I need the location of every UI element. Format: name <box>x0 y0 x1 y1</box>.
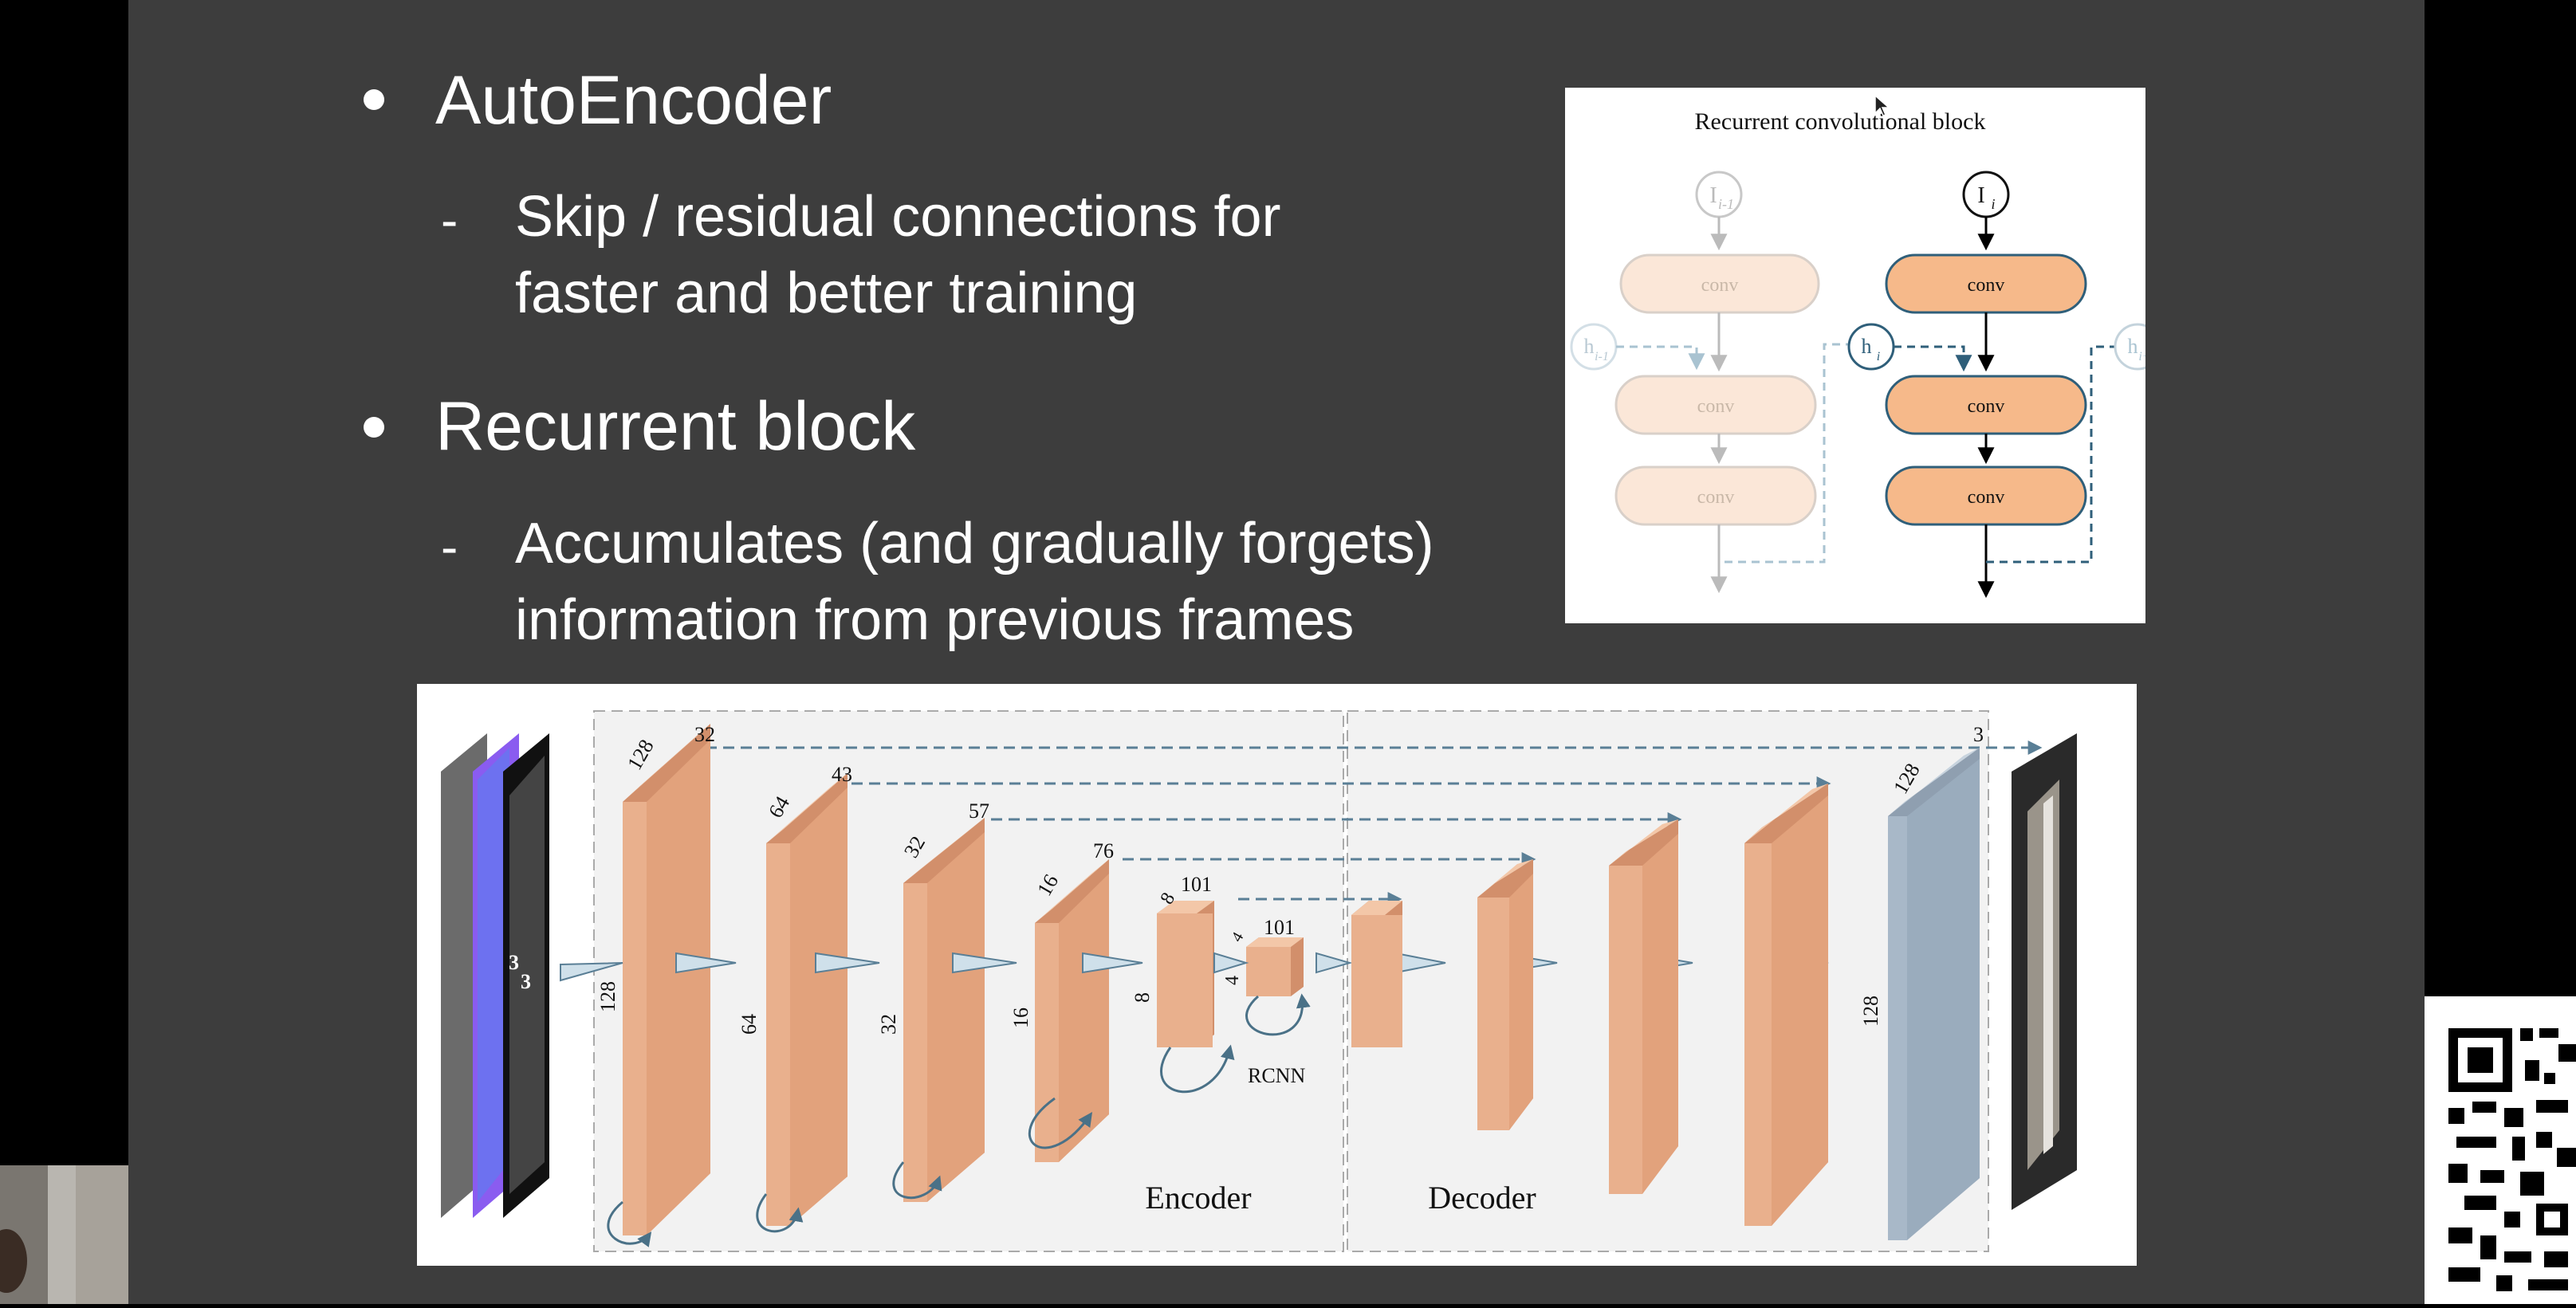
conv-label: conv <box>1697 396 1735 417</box>
conv-label: conv <box>1968 396 2005 417</box>
conv-label: conv <box>1968 487 2005 508</box>
encoder-block-2 <box>766 773 848 1226</box>
block-side-label: 128 <box>596 981 619 1012</box>
output-side-label: 128 <box>1859 996 1882 1027</box>
mouse-cursor-icon <box>1874 94 1890 116</box>
autoencoder-architecture-figure: 3 3 128 32 128 <box>417 684 2137 1266</box>
block-side-label: 4 <box>1222 976 1243 985</box>
conv-label: conv <box>1701 275 1739 296</box>
output-frame <box>2012 733 2077 1210</box>
conv-prev-2 <box>1614 375 1817 435</box>
output-channels-label: 3 <box>1973 723 1984 746</box>
input-frames <box>441 733 549 1218</box>
block-channels-label: 57 <box>969 799 989 823</box>
bullet-recurrent-block: Recurrent block <box>435 388 916 465</box>
rcnn-label: RCNN <box>1248 1064 1305 1087</box>
block-channels-label: 101 <box>1264 916 1295 939</box>
block-side-label: 32 <box>877 1014 900 1035</box>
figure-title: Recurrent convolutional block <box>1695 108 1986 135</box>
sub-bullet-dash: - <box>441 191 458 249</box>
bullet-point <box>364 417 384 438</box>
qr-code <box>2425 996 2576 1304</box>
sub-bullet-text: Skip / residual connections for <box>515 185 1281 249</box>
output-block <box>1888 748 1980 1240</box>
hidden-current-label: h <box>1862 335 1872 358</box>
sub-bullet-dash: - <box>441 518 458 575</box>
decoder-block-3 <box>1609 819 1678 1194</box>
encoder-block-3 <box>903 818 985 1202</box>
decoder-block-1 <box>1351 901 1402 1047</box>
hidden-next-label: h <box>2128 335 2138 358</box>
hidden-next-sub: i+ <box>2138 350 2145 363</box>
conv-label: conv <box>1697 487 1735 508</box>
decoder-label: Decoder <box>1428 1180 1536 1216</box>
decoder-block-4 <box>1744 784 1828 1226</box>
sub-bullet-text: information from previous frames <box>515 588 1355 652</box>
sub-bullet-text: faster and better training <box>515 261 1138 325</box>
block-channels-label: 101 <box>1181 873 1212 896</box>
block-side-label: 64 <box>737 1014 761 1035</box>
input-prev-sub: i-1 <box>1718 196 1734 212</box>
kernel-label: 3 <box>509 951 519 974</box>
encoder-block-4 <box>1035 859 1109 1162</box>
input-current-sub: i <box>1991 196 1995 212</box>
recurrent-conv-block-figure: Recurrent convolutional block I i-1 conv… <box>1565 88 2161 623</box>
input-prev-label: I <box>1709 183 1717 208</box>
input-current-node <box>1962 171 2010 218</box>
presentation-slide: AutoEncoder - Skip / residual connection… <box>128 0 2425 1304</box>
sub-bullet-text: Accumulates (and gradually forgets) <box>515 512 1434 575</box>
hidden-prev-sub: i-1 <box>1595 350 1609 363</box>
decoder-block-2 <box>1477 859 1533 1130</box>
encoder-block-5 <box>1157 901 1214 1047</box>
webcam-thumbnail <box>0 1165 128 1304</box>
encoder-block-1 <box>623 724 710 1235</box>
encoder-label: Encoder <box>1145 1180 1251 1216</box>
encoder-block-6 <box>1246 937 1304 996</box>
block-side-label: 8 <box>1131 992 1154 1003</box>
hidden-prev-label: h <box>1584 335 1595 358</box>
block-channels-label: 43 <box>832 763 852 786</box>
bullet-point <box>364 89 384 110</box>
input-current-label: I <box>1977 183 1984 208</box>
conv-label: conv <box>1968 275 2005 296</box>
conv-prev-3 <box>1614 465 1817 526</box>
bullet-autoencoder: AutoEncoder <box>435 62 832 139</box>
block-channels-label: 76 <box>1093 839 1114 862</box>
hidden-current-sub: i <box>1877 350 1880 363</box>
block-side-label: 16 <box>1009 1008 1032 1028</box>
block-channels-label: 32 <box>694 723 715 746</box>
kernel-label: 3 <box>521 970 531 993</box>
